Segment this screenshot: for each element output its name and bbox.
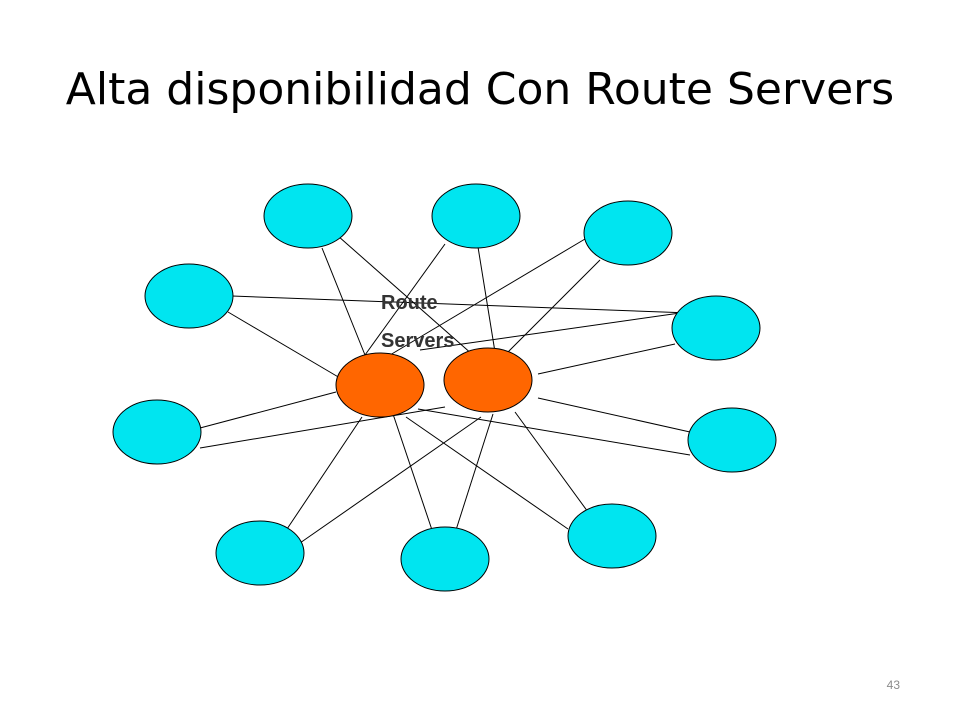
peer-node (263, 183, 353, 249)
connection-line (455, 413, 494, 531)
connection-line (417, 408, 691, 456)
connection-line (337, 235, 474, 356)
slide-title: Alta disponibilidad Con Route Servers (65, 64, 895, 115)
connection-line (537, 397, 691, 433)
peer-node (687, 407, 777, 473)
connection-line (227, 311, 341, 379)
connection-line (405, 416, 569, 530)
connection-line (419, 312, 681, 351)
route-servers-label-line-1: Route (381, 292, 438, 314)
peer-node (400, 526, 490, 592)
connection-line (286, 416, 363, 530)
peer-node (215, 520, 305, 586)
connection-line (507, 259, 601, 353)
connection-line (231, 295, 691, 314)
route-servers-label-line-2: Servers (381, 330, 454, 352)
peer-node (112, 399, 202, 465)
route-server-node (335, 352, 425, 418)
connection-line (199, 406, 446, 449)
connection-line (364, 243, 446, 356)
peer-node (583, 200, 673, 266)
peer-nodes (112, 183, 777, 592)
connection-line (392, 413, 433, 531)
connection-line (477, 246, 496, 353)
peer-node (567, 503, 657, 569)
connection-lines (199, 235, 691, 544)
route-server-node (443, 347, 533, 413)
connection-line (199, 391, 337, 429)
connection-line (389, 238, 586, 356)
peer-node (431, 183, 521, 249)
peer-node (144, 263, 234, 329)
connection-line (299, 416, 482, 544)
connection-line (514, 411, 589, 513)
peer-node (671, 295, 761, 361)
connection-line (321, 247, 366, 356)
route-server-nodes (335, 347, 533, 418)
connection-line (537, 343, 676, 375)
page-number: 43 (886, 678, 900, 692)
